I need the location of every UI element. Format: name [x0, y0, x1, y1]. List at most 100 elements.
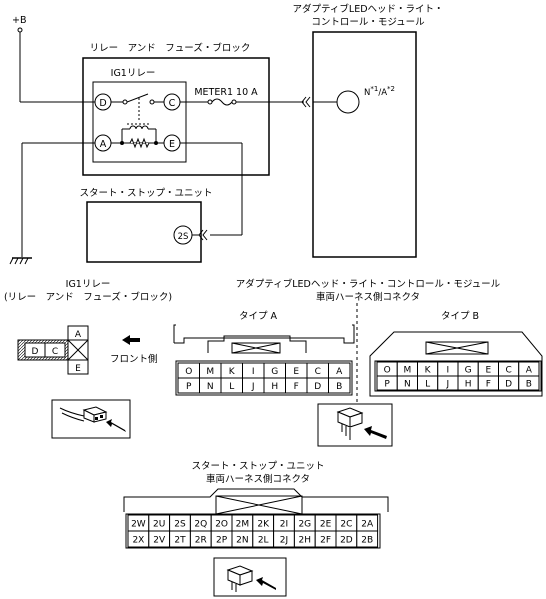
module-box [312, 31, 417, 258]
type-b-label: タイプ B [441, 311, 479, 322]
connector-symbol-icon [301, 96, 311, 108]
ss-pin-label: 2A [361, 520, 374, 530]
relay-terminal-d-label: D [99, 98, 106, 109]
type-b-pin-label: B [526, 380, 532, 390]
ss-unit-title: スタート・ストップ・ユニット [79, 188, 212, 199]
relay-name: IG1リレー [111, 68, 156, 79]
connector-symbol-icon [198, 229, 208, 241]
type-a-housing [173, 324, 355, 344]
ss-pin-label: 2L [258, 536, 269, 546]
type-a-pin-label: B [336, 382, 342, 392]
type-a-pin-label: F [294, 382, 299, 392]
ss-pin-label: 2H [299, 536, 312, 546]
fuse-icon [207, 98, 237, 106]
type-b-pin-label: K [425, 366, 432, 376]
type-b-pin-label: N [404, 380, 411, 390]
power-terminal [17, 27, 23, 33]
type-b-pin-label: I [447, 366, 450, 376]
module-pin-circle [336, 90, 360, 114]
ss-pin-label: 2U [153, 520, 165, 530]
ig1-cell-a: A [75, 330, 82, 340]
module-pin-label: N*1/A*2 [364, 85, 395, 98]
type-b-pin-label: J [446, 380, 450, 390]
type-b-pin-label: L [425, 380, 430, 390]
power-label: +B [12, 15, 26, 26]
type-a-label: タイプ A [239, 311, 278, 322]
ss-conn-title-line1: スタート・ストップ・ユニット [191, 461, 324, 472]
type-b-pin-label: G [465, 366, 472, 376]
type-a-pin-label: M [206, 367, 214, 377]
type-a-pin-label: E [293, 367, 299, 377]
ss-pin-label: 2X [132, 536, 144, 546]
type-b-pin-label: M [403, 366, 411, 376]
ss-pin-label: 2F [320, 536, 331, 546]
module-conn-title-line2: 車両ハーネス側コネクタ [316, 291, 420, 303]
type-a-pin-label: L [229, 382, 234, 392]
fuse-label: METER1 10 A [194, 87, 258, 98]
type-b-pin-label: D [505, 380, 512, 390]
circuit: +B リレー アンド フューズ・ブロック IG1リレー D C A E [9, 3, 444, 265]
ss-pin-label: 2E [320, 520, 332, 530]
ss-pin-label: 2R [195, 536, 207, 546]
ss-pin-label: 2J [280, 536, 288, 546]
ss-pin-label: 2N [236, 536, 248, 546]
ss-pin-label: 2Q [194, 520, 207, 530]
type-a-pin-label: J [251, 382, 255, 392]
type-a-pin-label: D [314, 382, 321, 392]
ss-pin-label: 2P [216, 536, 228, 546]
type-a-pin-cell [328, 377, 351, 394]
relay-terminal-a-label: A [100, 139, 107, 150]
relay-terminal-c-label: C [169, 98, 176, 109]
ss-pin-label: 2C [340, 520, 352, 530]
ig1-connector: IG1リレー (リレー アンド フューズ・ブロック) D C A E フロント側 [4, 279, 172, 439]
type-a-pin-label: O [185, 367, 192, 377]
type-b-pin-label: O [384, 366, 391, 376]
ig1-cell-d: D [32, 347, 39, 357]
type-a-pin-label: I [252, 367, 255, 377]
ss-conn-housing [123, 488, 389, 512]
type-a-pin-label: A [336, 367, 343, 377]
type-b-housing [369, 331, 543, 397]
module-title-line1: アダプティブLEDヘッド・ライト・ [292, 3, 443, 15]
front-arrow-icon [122, 335, 140, 345]
relay-block-box [82, 57, 270, 176]
relay-block-title: リレー アンド フューズ・ブロック [90, 42, 251, 54]
relay-terminal-e-label: E [169, 139, 175, 150]
ss-pin-cell [356, 530, 379, 548]
type-a-pin-label: K [229, 367, 236, 377]
type-b-pin-label: A [526, 366, 533, 376]
module-conn-title-line1: アダプティブLEDヘッド・ライト・コントロール・モジュール [236, 278, 501, 290]
type-b-pin-label: P [384, 380, 390, 390]
type-b-pin-label: H [465, 380, 472, 390]
ground-icon [9, 257, 32, 265]
ss-conn-title-line2: 車両ハーネス側コネクタ [206, 473, 310, 485]
ss-pin-label: 2G [298, 520, 311, 530]
type-b-pin-label: C [505, 366, 511, 376]
ss-pin-label: 2D [340, 536, 353, 546]
ig1-conn-title-line2: (リレー アンド フューズ・ブロック) [4, 291, 172, 303]
type-a-pin-label: N [207, 382, 214, 392]
type-a-pin-label: C [315, 367, 321, 377]
ss-pin-label: 2S [178, 232, 189, 242]
type-a-pin-label: G [271, 367, 278, 377]
type-b-pin-label: E [486, 366, 492, 376]
relay-coil [111, 123, 164, 149]
view-direction-icon [336, 407, 387, 440]
view-direction-icon [226, 565, 276, 592]
module-title-line2: コントロール・モジュール [311, 17, 425, 28]
ss-pin-label: 2W [131, 520, 146, 530]
type-a-pin-label: H [271, 382, 278, 392]
type-b-pin-cell [518, 375, 540, 391]
ss-pin-label: 2K [257, 520, 270, 530]
ig1-cell-c: C [52, 347, 58, 357]
ss-pin-label: 2I [280, 520, 288, 530]
ss-pin-label: 2T [174, 536, 186, 546]
ss-pin-label: 2O [215, 520, 228, 530]
relay-box [92, 81, 187, 163]
ss-pin-label: 2B [361, 536, 373, 546]
front-label: フロント側 [110, 353, 158, 365]
type-a-pin-label: P [186, 382, 192, 392]
ig1-cell-e: E [75, 364, 81, 374]
